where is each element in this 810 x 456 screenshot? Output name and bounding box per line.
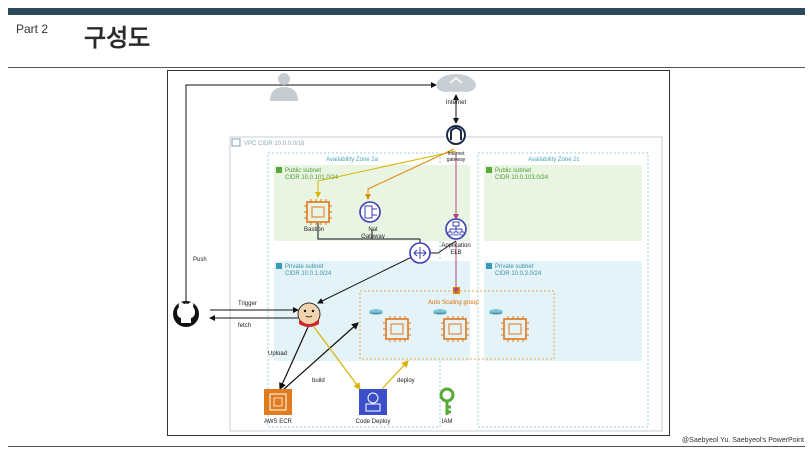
private-subnet-a-title: Private subnet xyxy=(285,264,324,270)
application-load-balancer-icon xyxy=(445,218,467,240)
internet-label: Internet xyxy=(446,100,467,106)
private-subnet-c-icon xyxy=(486,263,492,269)
push-label: Push xyxy=(193,257,207,263)
igw-label-1: Internet xyxy=(448,151,466,157)
instance-tag-2: instance xyxy=(434,311,446,315)
private-subnet-a-icon xyxy=(276,263,282,269)
trigger-label: Trigger xyxy=(238,301,257,307)
iam-key-icon xyxy=(439,387,455,415)
aws-ecr-icon xyxy=(264,389,292,415)
header-bar xyxy=(8,8,805,15)
build-label: build xyxy=(312,378,325,384)
igw-nat-line xyxy=(365,148,455,200)
vpc-icon xyxy=(231,138,241,147)
deploy-label: deploy xyxy=(397,378,415,384)
ec2-instance-icon xyxy=(433,309,469,342)
deploy-line xyxy=(381,360,409,390)
architecture-diagram: VPC CIDR 10.0.0.0/16 Availability Zone 2… xyxy=(167,70,670,436)
private-subnet-a-cidr: CIDR 10.0.1.0/24 xyxy=(285,271,332,277)
vpc-box xyxy=(229,136,663,432)
footer-divider xyxy=(8,446,805,447)
zone-c-label: Availability Zone 2c xyxy=(528,157,580,163)
bastion-instance-icon xyxy=(304,199,332,225)
igw-bastion-line xyxy=(315,150,457,198)
alb-label-1: Application xyxy=(441,243,470,249)
public-subnet-c-icon xyxy=(486,167,492,173)
github-icon xyxy=(173,301,199,327)
private-subnet-c xyxy=(484,261,642,361)
build-line xyxy=(283,322,359,390)
router-jenkins-line xyxy=(317,252,421,304)
igw-label-2: gateway xyxy=(447,157,466,163)
jenkins-icon xyxy=(297,302,321,327)
public-subnet-c xyxy=(484,165,642,241)
credit-text: @Saebyeol Yu. Saebyeol's PowerPoint xyxy=(682,437,804,444)
ec2-instance-icon xyxy=(489,309,529,342)
push-line xyxy=(185,82,437,309)
fetch-label: fetch xyxy=(238,323,251,329)
public-subnet-c-cidr: CIDR 10.0.103.0/24 xyxy=(495,175,549,181)
ecr-label: AWS ECR xyxy=(264,419,292,425)
zone-a-label: Availability Zone 2a xyxy=(326,157,379,163)
instance-tag-1: instance xyxy=(370,311,382,315)
vpc-label: VPC CIDR 10.0.0.0/16 xyxy=(244,141,305,147)
router-icon xyxy=(409,242,431,264)
nat-label-1: Nat xyxy=(368,227,378,233)
ec2-instance-icon xyxy=(369,309,411,342)
nat-label-2: Gateway xyxy=(361,234,385,240)
bastion-route-line xyxy=(317,223,373,240)
bastion-label: Bastion xyxy=(304,227,324,233)
user-icon xyxy=(270,73,298,101)
internet-gateway-icon xyxy=(446,125,466,145)
public-subnet-c-title: Public subnet xyxy=(495,168,531,174)
private-subnet-c-title: Private subnet xyxy=(495,264,534,270)
nat-gateway-icon xyxy=(359,201,381,223)
alb-label-2: ELB xyxy=(450,250,461,256)
public-subnet-a-cidr: CIDR 10.0.101.0/24 xyxy=(285,175,339,181)
code-deploy-label: Code Deploy xyxy=(356,419,391,425)
code-deploy-icon xyxy=(359,389,387,415)
architecture-svg: VPC CIDR 10.0.0.0/16 Availability Zone 2… xyxy=(173,73,663,432)
iam-label: IAM xyxy=(442,419,453,425)
jenkins-codedeploy-line xyxy=(313,326,361,390)
page-title: 구성도 xyxy=(84,24,151,52)
public-subnet-a-title: Public subnet xyxy=(285,168,321,174)
part-label: Part 2 xyxy=(16,22,49,36)
private-subnet-c-cidr: CIDR 10.0.3.0/24 xyxy=(495,271,542,277)
upload-line xyxy=(279,326,309,391)
header-divider xyxy=(8,67,805,68)
zone-c-box xyxy=(477,152,649,428)
upload-label: Upload xyxy=(268,351,287,357)
internet-cloud-icon xyxy=(436,74,476,92)
instance-tag-3: instance xyxy=(490,311,502,315)
router-alb-connector xyxy=(437,240,457,254)
auto-scaling-label: Auto Scaling group xyxy=(428,300,479,306)
public-subnet-a-icon xyxy=(276,167,282,173)
